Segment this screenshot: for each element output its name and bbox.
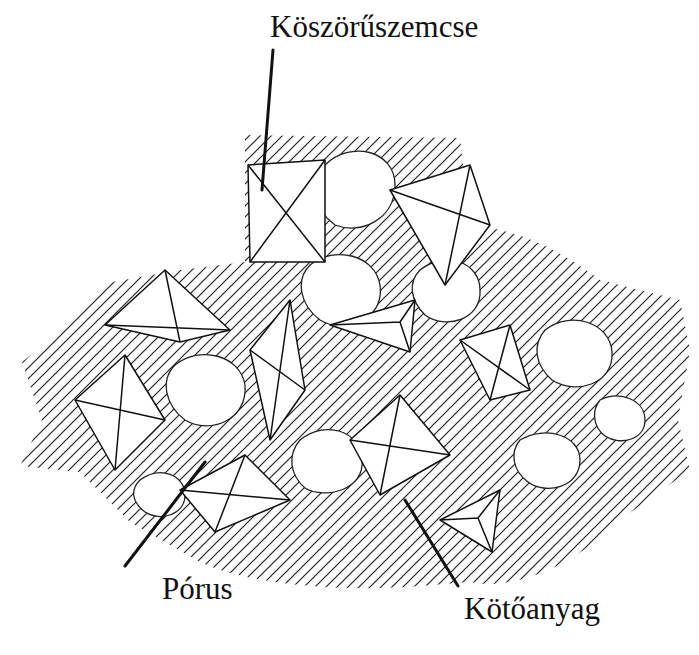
- part-label: Kötőanyag: [464, 592, 600, 626]
- part-label: Köszörűszemcse: [270, 10, 478, 44]
- abrasive-grains: [75, 160, 530, 552]
- part-label: Pórus: [162, 572, 233, 606]
- leader-lines: [125, 50, 458, 586]
- bond-material: [20, 135, 690, 588]
